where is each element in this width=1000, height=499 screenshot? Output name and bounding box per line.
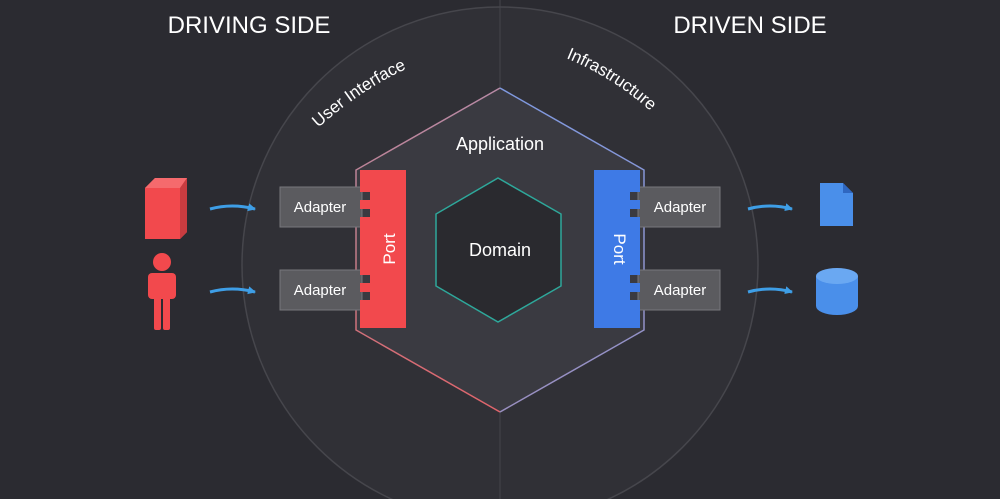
port-right: Port [594, 170, 640, 328]
driving-arrow-top [209, 203, 256, 212]
driving-arrow-bottom [209, 286, 256, 295]
application-hexagon-border-right [499, 87, 645, 413]
driving-side-title: DRIVING SIDE [168, 12, 331, 39]
adapter-right-top: Adapter [637, 186, 721, 228]
driven-side-title: DRIVEN SIDE [673, 12, 826, 39]
port-left: Port [360, 170, 406, 328]
adapter-left-top: Adapter [279, 186, 363, 228]
server-icon [145, 178, 187, 239]
adapter-left-top-label: Adapter [294, 199, 347, 216]
driven-arrow-bottom [747, 286, 793, 295]
driven-arrow-top [747, 203, 793, 212]
port-right-label: Port [610, 233, 629, 264]
document-icon [820, 183, 853, 226]
adapter-right-top-label: Adapter [654, 199, 707, 216]
adapter-right-bottom: Adapter [637, 269, 721, 311]
adapter-left-bottom-label: Adapter [294, 282, 347, 299]
domain-label: Domain [469, 240, 531, 260]
database-icon [816, 268, 858, 315]
domain-hexagon [435, 177, 562, 323]
port-left-label: Port [380, 233, 399, 264]
adapter-right-bottom-label: Adapter [654, 282, 707, 299]
application-label: Application [456, 134, 544, 154]
adapter-left-bottom: Adapter [279, 269, 363, 311]
user-icon [148, 253, 176, 330]
application-hexagon-border-left [355, 87, 501, 413]
